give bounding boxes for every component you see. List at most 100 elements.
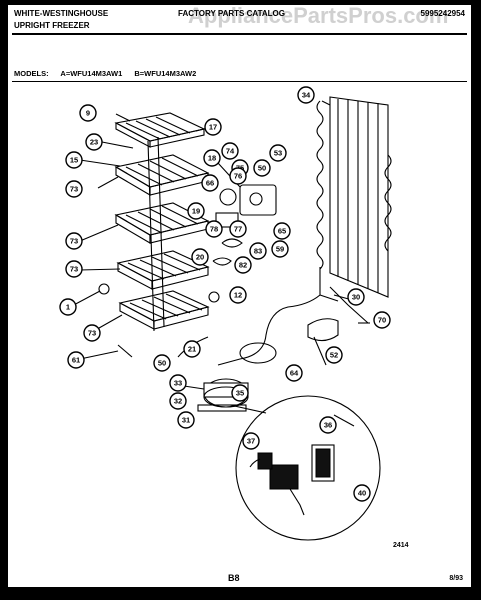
callout-74: 74: [221, 142, 239, 160]
callout-31: 31: [177, 411, 195, 429]
callout-circle: [153, 354, 171, 372]
evaporator-coil: [316, 96, 392, 298]
callout-36: 36: [319, 416, 337, 434]
callout-30: 30: [347, 288, 365, 306]
callout-number: 18: [208, 154, 216, 163]
callout-circle: [83, 324, 101, 342]
callout-59: 59: [271, 240, 289, 258]
callout-circle: [231, 384, 249, 402]
shelf-1: [114, 112, 206, 148]
callout-circle: [204, 118, 222, 136]
callout-circle: [67, 351, 85, 369]
shelf-support-rods: [147, 136, 165, 332]
callout-number: 77: [234, 225, 242, 234]
callout-number: 74: [226, 147, 235, 156]
callout-number: 73: [70, 265, 78, 274]
callout-circle: [169, 374, 187, 392]
callout-circle: [59, 298, 77, 316]
callout-number: 70: [378, 316, 386, 325]
callout-number: 65: [278, 227, 286, 236]
callout-37: 37: [242, 432, 260, 450]
callout-number: 36: [324, 421, 332, 430]
callout-circle: [169, 392, 187, 410]
callout-21: 21: [183, 340, 201, 358]
callout-number: 23: [90, 138, 98, 147]
models-label: MODELS:: [14, 69, 49, 78]
callout-9: 9: [79, 104, 97, 122]
callout-number: 50: [258, 164, 266, 173]
callout-circle: [201, 174, 219, 192]
model-b: B=WFU14M3AW2: [134, 69, 197, 78]
callout-circle: [353, 484, 371, 502]
callout-number: 82: [239, 261, 247, 270]
callout-number: 73: [70, 185, 78, 194]
callout-number: 59: [276, 245, 284, 254]
callout-65: 65: [273, 222, 291, 240]
callout-circle: [65, 260, 83, 278]
callout-circle: [319, 416, 337, 434]
callout-number: 52: [330, 351, 338, 360]
callout-number: 73: [70, 237, 78, 246]
exploded-view-diagram: 3491723151874535075736676197765787359208…: [59, 86, 392, 541]
shelf-3: [114, 202, 210, 244]
callout-32: 32: [169, 392, 187, 410]
parts-diagram-page: AppliancePartsPros.com WHITE-WESTINGHOUS…: [8, 5, 471, 587]
callout-15: 15: [65, 151, 83, 169]
callout-number: 53: [274, 149, 282, 158]
callout-circle: [191, 248, 209, 266]
callout-circle: [79, 104, 97, 122]
figure-reference: 2414: [393, 542, 409, 549]
callout-circle: [229, 220, 247, 238]
callout-circle: [85, 133, 103, 151]
callout-35: 35: [231, 384, 249, 402]
callout-66: 66: [201, 174, 219, 192]
callout-circle: [65, 151, 83, 169]
callout-76: 76: [229, 167, 247, 185]
callout-50: 50: [153, 354, 171, 372]
callout-82: 82: [234, 256, 252, 274]
callout-number: 1: [66, 303, 70, 312]
callout-circle: [373, 311, 391, 329]
drain-components: [98, 283, 339, 366]
callout-78: 78: [205, 220, 223, 238]
callout-number: 35: [236, 389, 244, 398]
callout-number: 19: [192, 207, 200, 216]
callout-34: 34: [297, 86, 315, 104]
callout-number: 30: [352, 293, 360, 302]
callout-33: 33: [169, 374, 187, 392]
callout-circle: [229, 167, 247, 185]
callout-number: 20: [196, 253, 204, 262]
callout-number: 64: [290, 369, 299, 378]
callout-number: 83: [254, 247, 262, 256]
callout-circle: [229, 286, 247, 304]
callout-number: 9: [86, 109, 90, 118]
callout-19: 19: [187, 202, 205, 220]
callout-number: 32: [174, 397, 182, 406]
callout-circle: [269, 144, 287, 162]
callout-17: 17: [204, 118, 222, 136]
models-line: MODELS: A=WFU14M3AW1 B=WFU14M3AW2: [14, 69, 206, 78]
callout-circle: [273, 222, 291, 240]
callout-circle: [347, 288, 365, 306]
callout-circle: [285, 364, 303, 382]
callout-83: 83: [249, 242, 267, 260]
callout-73: 73: [83, 324, 101, 342]
callout-18: 18: [203, 149, 221, 167]
callout-23: 23: [85, 133, 103, 151]
callout-20: 20: [191, 248, 209, 266]
callout-circle: [187, 202, 205, 220]
callout-number: 31: [182, 416, 190, 425]
product-type: UPRIGHT FREEZER: [14, 21, 90, 30]
callout-circle: [271, 240, 289, 258]
shelf-4: [116, 250, 210, 290]
callout-number: 15: [70, 156, 78, 165]
callout-circle: [234, 256, 252, 274]
callout-61: 61: [67, 351, 85, 369]
callout-number: 21: [188, 345, 196, 354]
callout-64: 64: [285, 364, 303, 382]
callout-77: 77: [229, 220, 247, 238]
callout-circle: [177, 411, 195, 429]
relay-detail: [235, 395, 381, 541]
callout-52: 52: [325, 346, 343, 364]
leader-lines: [69, 100, 370, 427]
